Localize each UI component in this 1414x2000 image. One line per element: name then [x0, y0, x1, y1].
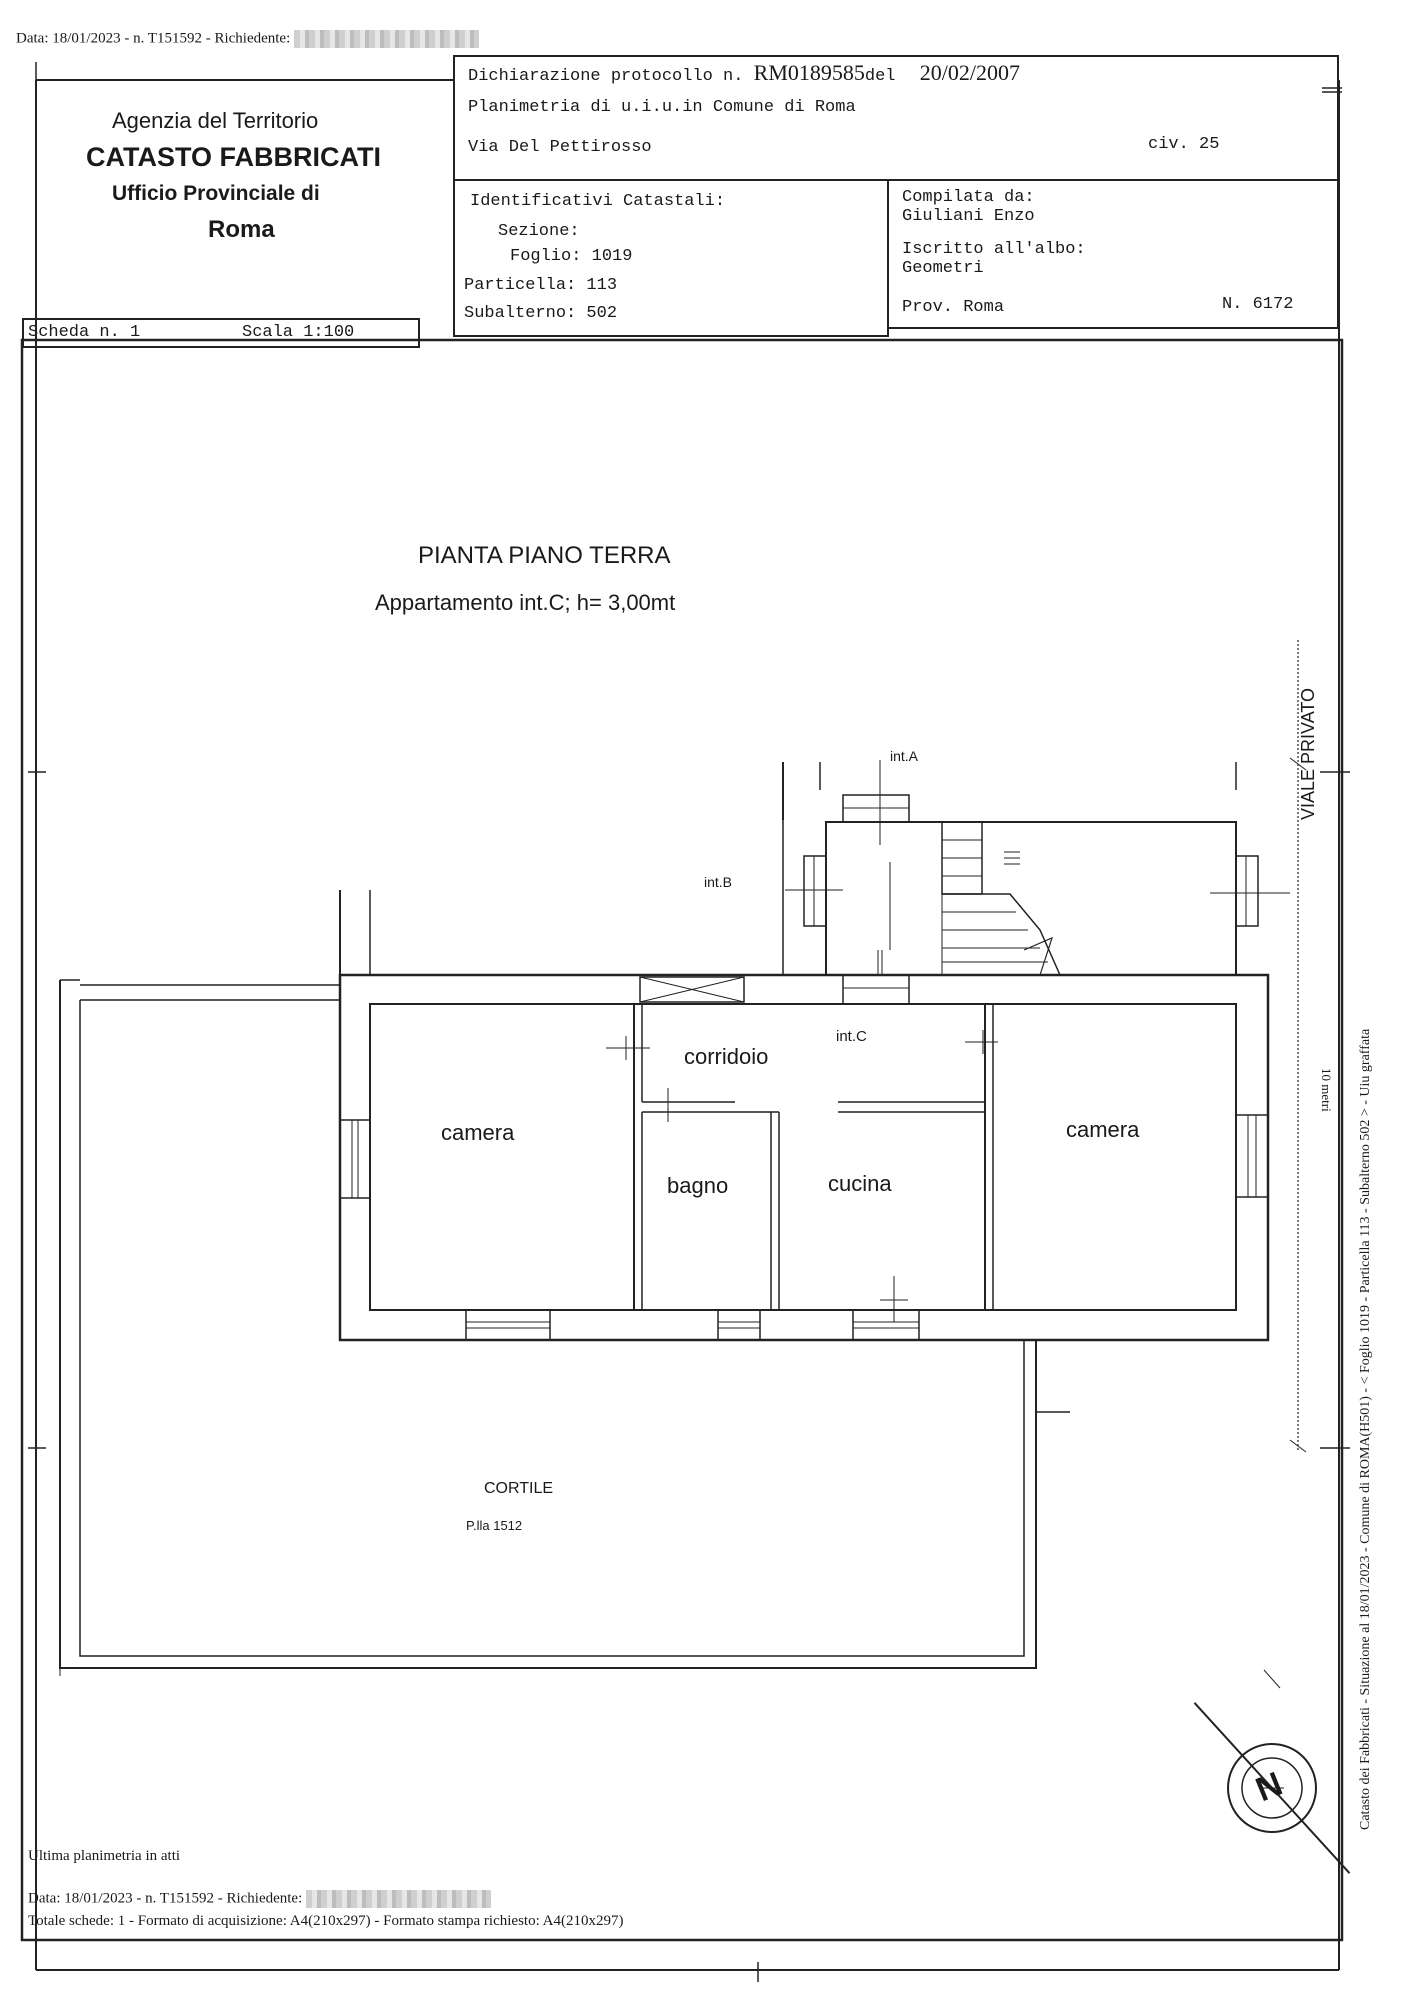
foglio: Foglio: 1019 [510, 247, 633, 266]
compilata-name: Giuliani Enzo [902, 207, 1035, 226]
sezione: Sezione: [498, 222, 580, 241]
albo-value: Geometri [902, 259, 984, 278]
agency-city: Roma [208, 216, 275, 243]
identificativi-title: Identificativi Catastali: [470, 192, 726, 211]
civic-number: civ. 25 [1148, 135, 1220, 154]
side-cadastral-note: Catasto dei Fabbricati - Situazione al 1… [1358, 1028, 1373, 1830]
compilata-label: Compilata da: [902, 188, 1035, 207]
plan-subtitle: Appartamento int.C; h= 3,00mt [375, 590, 676, 615]
footer-data-line: Data: 18/01/2023 - n. T151592 - Richiede… [28, 1890, 492, 1908]
room-camera-left: camera [441, 1120, 515, 1145]
plan-title: PIANTA PIANO TERRA [418, 542, 671, 569]
redacted-requester-footer [306, 1890, 492, 1908]
label-int-c: int.C [836, 1028, 867, 1045]
scheda-scale: Scala 1:100 [242, 323, 355, 342]
street-line: Via Del Pettirosso [468, 138, 652, 157]
albo-label: Iscritto all'albo: [902, 240, 1086, 259]
albo-number: N. 6172 [1222, 295, 1294, 314]
subalterno: Subalterno: 502 [464, 304, 618, 323]
agency-office: Ufficio Provinciale di [112, 182, 320, 205]
particella: Particella: 113 [464, 276, 618, 295]
protocol-line: Dichiarazione protocollo n. RM0189585del… [468, 60, 1020, 86]
label-viale-privato: VIALE PRIVATO [1298, 687, 1318, 820]
scheda-number: Scheda n. 1 [28, 323, 141, 342]
footer-ultima: Ultima planimetria in atti [28, 1848, 181, 1864]
redacted-requester [294, 30, 480, 48]
label-int-b: int.B [704, 874, 733, 890]
room-cucina: cucina [828, 1171, 892, 1196]
planimetria-line: Planimetria di u.i.u.in Comune di Roma [468, 98, 856, 117]
label-int-a: int.A [890, 748, 919, 764]
header-request-text: Data: 18/01/2023 - n. T151592 - Richiede… [16, 30, 291, 47]
label-cortile: CORTILE [484, 1480, 554, 1497]
room-corridoio: corridoio [684, 1044, 769, 1069]
scheda-box [22, 318, 420, 348]
header-request-line: Data: 18/01/2023 - n. T151592 - Richiede… [16, 30, 480, 48]
scale-mark: 10 metri [1319, 1068, 1334, 1112]
province: Prov. Roma [902, 298, 1005, 317]
agency-catasto: CATASTO FABBRICATI [86, 142, 381, 172]
footer-totale: Totale schede: 1 - Formato di acquisizio… [28, 1913, 624, 1929]
room-camera-right: camera [1066, 1117, 1140, 1142]
room-bagno: bagno [667, 1173, 729, 1198]
agency-name: Agenzia del Territorio [112, 108, 319, 133]
label-plla: P.lla 1512 [466, 1518, 523, 1533]
